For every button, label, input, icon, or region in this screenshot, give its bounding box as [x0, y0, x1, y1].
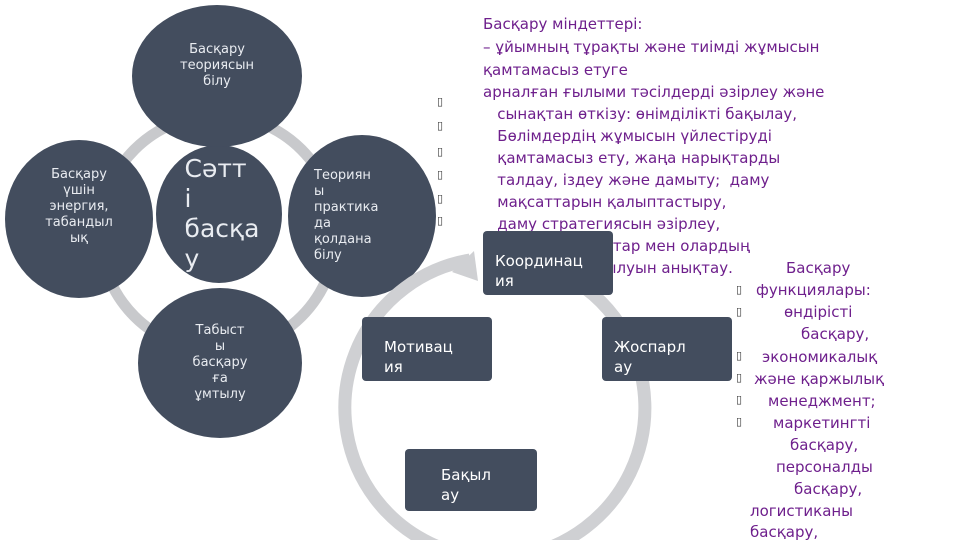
tasks-line: сынақтан өткізу: өнімділікті бақылау, — [483, 105, 798, 123]
functions-line: басқару, — [801, 325, 870, 343]
bullet-icon: ▯ — [736, 415, 743, 428]
node-energy: Басқару үшін энергия, табандыл ық — [5, 140, 153, 298]
box-control: Бақыл ау — [405, 449, 537, 511]
bullet-icon: ▯ — [437, 214, 444, 227]
box-coordination: Координац ия — [483, 231, 613, 295]
tasks-line: – ұйымның тұрақты және тиімді жұмысын — [483, 38, 820, 56]
functions-line: Басқару — [786, 259, 851, 277]
tasks-line: қамтамасыз етуге — [483, 61, 628, 79]
functions-line: және қаржылық — [754, 370, 885, 388]
functions-line: персоналды — [776, 458, 873, 476]
functions-line: функциялары: — [756, 281, 871, 299]
tasks-line: қамтамасыз ету, жаңа нарықтарды — [483, 149, 781, 167]
functions-line: басқару, — [790, 436, 859, 454]
center-label: Сәтт і басқа у — [184, 154, 260, 273]
box-motivation: Мотивац ия — [362, 317, 492, 381]
center-circle: Сәтт і басқа у — [156, 145, 282, 283]
cycle-arrowhead — [452, 251, 478, 281]
bullet-icon: ▯ — [736, 283, 743, 296]
bullet-icon: ▯ — [736, 305, 743, 318]
bullet-icon: ▯ — [736, 349, 743, 362]
node-theory-label: Басқару теориясын білу — [180, 42, 254, 89]
tasks-line: Бөлімдердің жұмысын үйлестіруді — [483, 127, 772, 145]
functions-line: экономикалық — [762, 348, 878, 366]
functions-line: басқару, — [794, 480, 863, 498]
functions-line: басқару, — [750, 523, 819, 541]
node-practice-label: Теориян ы практика да қолдана білу — [314, 168, 379, 263]
node-success-label: Табыст ы басқару ға ұмтылу — [192, 323, 248, 402]
box-planning: Жоспарл ау — [602, 317, 732, 381]
bullet-icon: ▯ — [437, 145, 444, 158]
node-success: Табыст ы басқару ға ұмтылу — [138, 288, 302, 438]
bullet-icon: ▯ — [736, 371, 743, 384]
tasks-line: арналған ғылыми тәсілдерді әзірлеу және — [483, 83, 825, 101]
bullet-icon: ▯ — [437, 192, 444, 205]
tasks-line: талдау, іздеу және дамыту; даму — [483, 171, 770, 189]
bullet-icon: ▯ — [437, 168, 444, 181]
bullet-icon: ▯ — [437, 119, 444, 132]
bullet-icon: ▯ — [437, 95, 444, 108]
functions-line: менеджмент; — [768, 392, 876, 410]
tasks-line: мақсаттарын қалыптастыру, — [483, 193, 727, 211]
functions-line: логистиканы — [750, 502, 854, 520]
node-practice: Теориян ы практика да қолдана білу — [288, 135, 436, 297]
tasks-line: даму стратегиясын әзірлеу, — [483, 215, 721, 233]
node-theory: Басқару теориясын білу — [132, 5, 302, 147]
functions-line: өндірісті — [784, 303, 853, 321]
functions-line: маркетингті — [773, 414, 871, 432]
tasks-line: Басқару міндеттері: — [483, 15, 643, 33]
node-energy-label: Басқару үшін энергия, табандыл ық — [45, 167, 113, 246]
bullet-icon: ▯ — [736, 393, 743, 406]
